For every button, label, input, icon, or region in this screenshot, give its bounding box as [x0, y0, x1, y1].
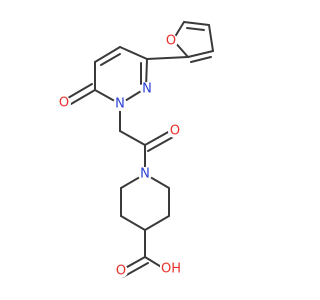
bond-pip-c3-c4 [144, 215, 170, 231]
atom-label-hydroxyl: OH [161, 262, 181, 277]
atom-furan-oxygen: O [164, 34, 178, 49]
bond-c3-c4 [119, 46, 148, 60]
atom-ring-carbonyl-oxygen: O [57, 96, 71, 111]
furan-ring [172, 21, 214, 63]
piperidine-ring [120, 173, 170, 231]
atom-label-pyridazinone-n2: N [142, 82, 152, 97]
atom-label-carboxyl-oxygen: O [116, 264, 126, 279]
bond-ring-carbonyl [70, 89, 96, 105]
bond-cooh-double-2 [122, 262, 149, 278]
atom-pyridazinone-n1: N [113, 97, 127, 112]
bond-amide-co-double [147, 136, 174, 152]
bond-furan-c2-c3-double [190, 56, 212, 63]
atom-label-amide-oxygen: O [170, 124, 180, 139]
atom-label-ring-carbonyl-oxygen: O [59, 96, 69, 111]
bond-furan-c3-c4 [208, 24, 214, 52]
molecule-structure: O N N O O N O OH [57, 21, 214, 279]
atom-hydroxyl: OH [160, 262, 182, 277]
bond-furan-pyridazinone [146, 56, 189, 60]
atom-piperidine-nitrogen: N [138, 167, 152, 182]
atom-carboxyl-oxygen: O [114, 264, 128, 279]
bond-ring-carbonyl-double [67, 83, 93, 99]
atom-pyridazinone-n2: N [140, 82, 154, 97]
atom-label-pyridazinone-n1: N [115, 97, 125, 112]
atom-label-piperidine-nitrogen: N [140, 167, 150, 182]
bond-c4-c5-double [100, 53, 121, 66]
atom-amide-oxygen: O [168, 124, 182, 139]
atom-label-furan-oxygen: O [166, 34, 176, 49]
bond-furan-c2-c3 [187, 50, 214, 58]
bond-c4-c5 [94, 46, 121, 63]
bond-ch2-co [119, 130, 146, 146]
bond-pip-c4-c5 [120, 215, 146, 231]
bond-furan-c4-c5-double [186, 27, 205, 31]
pyridazinone-ring [94, 46, 148, 105]
bond-furan-c4-c5 [183, 21, 210, 26]
bond-amide-co [144, 130, 171, 146]
